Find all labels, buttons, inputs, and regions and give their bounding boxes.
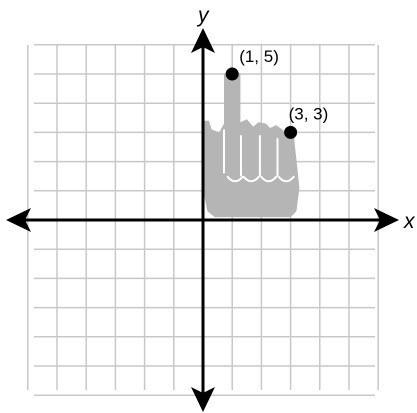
pointing-hand-icon xyxy=(204,66,300,218)
x-axis-arrow-right xyxy=(374,208,399,232)
axes xyxy=(6,28,399,412)
y-axis-arrow-down xyxy=(191,387,215,412)
x-axis-label: x xyxy=(403,210,416,233)
point-label: (3, 3) xyxy=(289,104,329,123)
plotted-points: (1, 5) (3, 3) xyxy=(225,47,329,139)
y-axis-arrow-up xyxy=(191,28,215,53)
hand-shape xyxy=(204,66,300,218)
x-axis-arrow-left xyxy=(6,208,31,232)
point-label: (1, 5) xyxy=(239,47,279,66)
y-axis-label: y xyxy=(196,4,210,27)
finger-gaps xyxy=(223,129,295,183)
point-marker xyxy=(225,67,239,81)
point-marker xyxy=(284,125,298,139)
